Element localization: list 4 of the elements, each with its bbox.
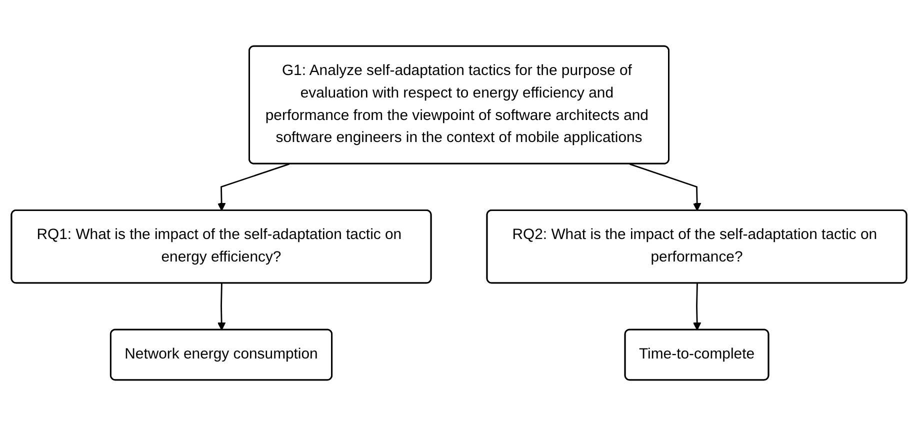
arrow [217, 282, 226, 330]
arrow [692, 282, 702, 330]
arrow [629, 162, 702, 211]
arrow [217, 162, 290, 211]
